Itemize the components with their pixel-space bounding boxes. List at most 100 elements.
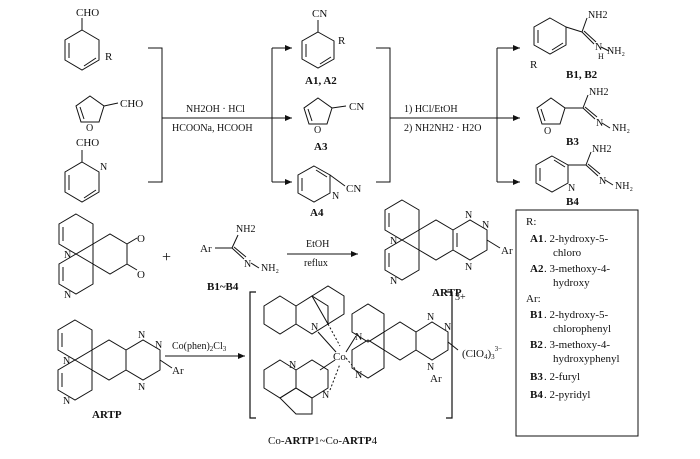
legend-cont: hydroxy <box>553 277 590 289</box>
legend-key: B4 <box>530 389 543 401</box>
artp-n-1: N <box>390 236 397 247</box>
h-label: H <box>598 52 604 61</box>
product-a3-label: A3 <box>314 141 328 153</box>
complex-ar-label: Ar <box>430 373 442 385</box>
r-sub-label-2: R <box>338 35 346 47</box>
start-artp-label: ARTP <box>92 409 122 421</box>
legend-ar-title: Ar: <box>526 293 541 305</box>
legend-ar-item-b3: B3 . 2-furyl <box>530 371 580 383</box>
benzonitrile-structure: CN R A1, A2 <box>301 8 346 87</box>
n-label-4: N <box>244 259 251 270</box>
step3-condition-top: EtOH <box>306 239 329 250</box>
r-sub-label-3: R <box>530 59 538 71</box>
complex-n-7: N <box>444 322 451 333</box>
pyridine-n-label-3: N <box>568 183 575 194</box>
pyridine-n-label-2: N <box>332 191 339 202</box>
cn-label-2: CN <box>349 101 364 113</box>
legend-cont: chloro <box>553 247 582 259</box>
cobalt-label: Co <box>333 351 346 363</box>
legend-key: B3 <box>530 371 543 383</box>
phendione-structure: O O N N <box>58 213 145 301</box>
pyridine-aldehyde-structure: CHO N <box>64 137 107 203</box>
cho-label: CHO <box>76 7 99 19</box>
furonitrile-structure: O CN A3 <box>303 97 364 153</box>
reactant-label: B1~B4 <box>207 281 239 293</box>
cn-label-3: CN <box>346 183 361 195</box>
nh-nh2-tail: NH₂ <box>607 46 625 57</box>
product-b1-b2-label: B1, B2 <box>566 69 598 81</box>
nh2-label-4: NH2 <box>236 224 255 235</box>
complex-product-label: Co-ARTP1~Co-ARTP4 <box>268 435 378 447</box>
step3-arrow: EtOH reflux <box>287 239 358 269</box>
cho-label-3: CHO <box>76 137 99 149</box>
legend-cont: chlorophenyl <box>553 323 611 335</box>
legend-r-title: R: <box>526 216 536 228</box>
step1-reagent-bottom: HCOONa, HCOOH <box>172 123 253 134</box>
substituent-legend: R: A1 . 2-hydroxy-5- chloro A2 . 3-metho… <box>515 209 639 437</box>
cho-label-2: CHO <box>120 98 143 110</box>
furan-o-label-3: O <box>544 126 551 137</box>
legend-r-item-a2: A2 . 3-methoxy-4- hydroxy <box>530 263 610 289</box>
legend-ar-item-b4: B4 . 2-pyridyl <box>530 389 590 401</box>
furan-o-label: O <box>86 123 93 134</box>
amidrazone-b3-structure: O NH2 N NH₂ B3 <box>536 87 630 148</box>
legend-key: A2 <box>530 263 544 275</box>
legend-text: . 2-furyl <box>544 371 580 383</box>
legend-cont: hydroxyphenyl <box>553 353 620 365</box>
artp-ar-label: Ar <box>501 245 513 257</box>
complex-charge: 3+ <box>455 292 466 303</box>
legend-ar-item-b2: B2 . 3-methoxy-4- hydroxyphenyl <box>530 339 620 365</box>
start-n-1: N <box>63 356 70 367</box>
legend-text: . 3-methoxy-4- <box>544 339 610 351</box>
cobalt-complex-structure: Co N N N N N N N N Ar 3+ (ClO4)33− <box>249 285 502 419</box>
step4-reagent: Co(phen)2Cl3 <box>172 341 227 353</box>
complex-n-4: N <box>355 332 362 343</box>
artp-start-structure: N N N N N Ar ARTP <box>57 319 184 421</box>
start-n-4: N <box>155 340 162 351</box>
complex-n-6: N <box>427 312 434 323</box>
pyridinenitrile-structure: N CN A4 <box>297 165 361 219</box>
r-sub-label: R <box>105 51 113 63</box>
step1-arrow: NH2OH · HCl HCOONa, HCOOH <box>148 45 292 185</box>
legend-key: B1 <box>530 309 543 321</box>
phendione-n-top: N <box>64 250 71 261</box>
legend-text: . 2-hydroxy-5- <box>544 233 608 245</box>
amidrazone-b4-structure: N NH2 N NH₂ B4 <box>535 144 633 208</box>
legend-text: . 3-methoxy-4- <box>544 263 610 275</box>
amidrazone-generic-structure: Ar NH2 N NH₂ B1~B4 <box>200 224 279 293</box>
legend-key: A1 <box>530 233 543 245</box>
n-label: N <box>595 42 602 53</box>
furfural-structure: O CHO <box>75 95 143 134</box>
phendione-n-bottom: N <box>64 290 71 301</box>
dione-o-bottom: O <box>137 269 145 281</box>
furan-o-label-2: O <box>314 125 321 136</box>
nh2-label: NH2 <box>588 10 607 21</box>
product-a1-a2-label: A1, A2 <box>305 75 337 87</box>
nh2-label-2: NH2 <box>589 87 608 98</box>
nh2-label-3: NH2 <box>592 144 611 155</box>
nh2-tail-4: NH₂ <box>261 263 279 274</box>
cn-label: CN <box>312 8 327 20</box>
plus-sign: + <box>162 249 171 266</box>
amidrazone-b1-b2-structure: NH2 N NH₂ H R B1, B2 <box>530 10 625 81</box>
complex-n-3: N <box>322 390 329 401</box>
legend-text: . 2-pyridyl <box>544 389 590 401</box>
product-b3-label: B3 <box>566 136 579 148</box>
dione-o-top: O <box>137 233 145 245</box>
n-label-3: N <box>599 176 606 187</box>
artp-n-2: N <box>390 276 397 287</box>
legend-text: . 2-hydroxy-5- <box>544 309 608 321</box>
artp-n-5: N <box>465 262 472 273</box>
complex-n-8: N <box>427 362 434 373</box>
start-n-5: N <box>138 382 145 393</box>
complex-n-2: N <box>289 360 296 371</box>
complex-n-1: N <box>311 322 318 333</box>
step1-reagent-top: NH2OH · HCl <box>186 104 245 115</box>
artp-n-4: N <box>482 220 489 231</box>
benzaldehyde-structure: CHO R <box>64 7 113 71</box>
pyridine-n-label: N <box>100 162 107 173</box>
n-label-2: N <box>596 118 603 129</box>
legend-key: B2 <box>530 339 543 351</box>
start-ar-label: Ar <box>172 365 184 377</box>
